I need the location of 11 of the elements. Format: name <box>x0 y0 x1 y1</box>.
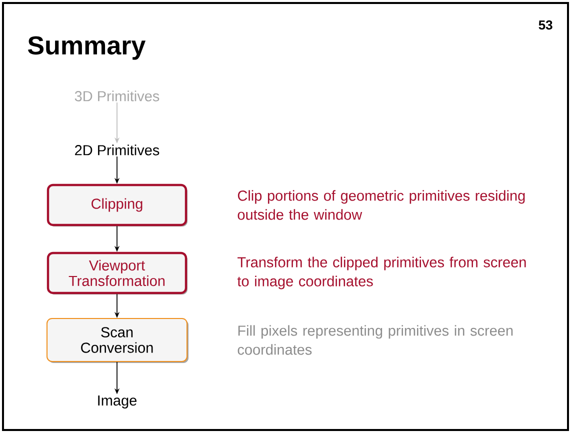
process-box: Clipping <box>46 184 188 226</box>
process-box: Scan Conversion <box>46 318 188 363</box>
description-text: Transform the clipped primitives from screen to image coordinates <box>237 256 526 290</box>
step-label: Image <box>98 396 136 408</box>
process-box: Viewport Transformation <box>46 252 188 294</box>
step-label: 3D Primitives <box>74 90 160 102</box>
description-text: Fill pixels representing primitives in screen coordinates <box>238 325 513 355</box>
page-number: 53 <box>538 20 552 30</box>
step-label: 2D Primitives <box>75 144 160 156</box>
slide-title: Summary <box>28 36 146 60</box>
description-text: Clip portions of geometric primitives residing outside the window <box>238 190 525 220</box>
